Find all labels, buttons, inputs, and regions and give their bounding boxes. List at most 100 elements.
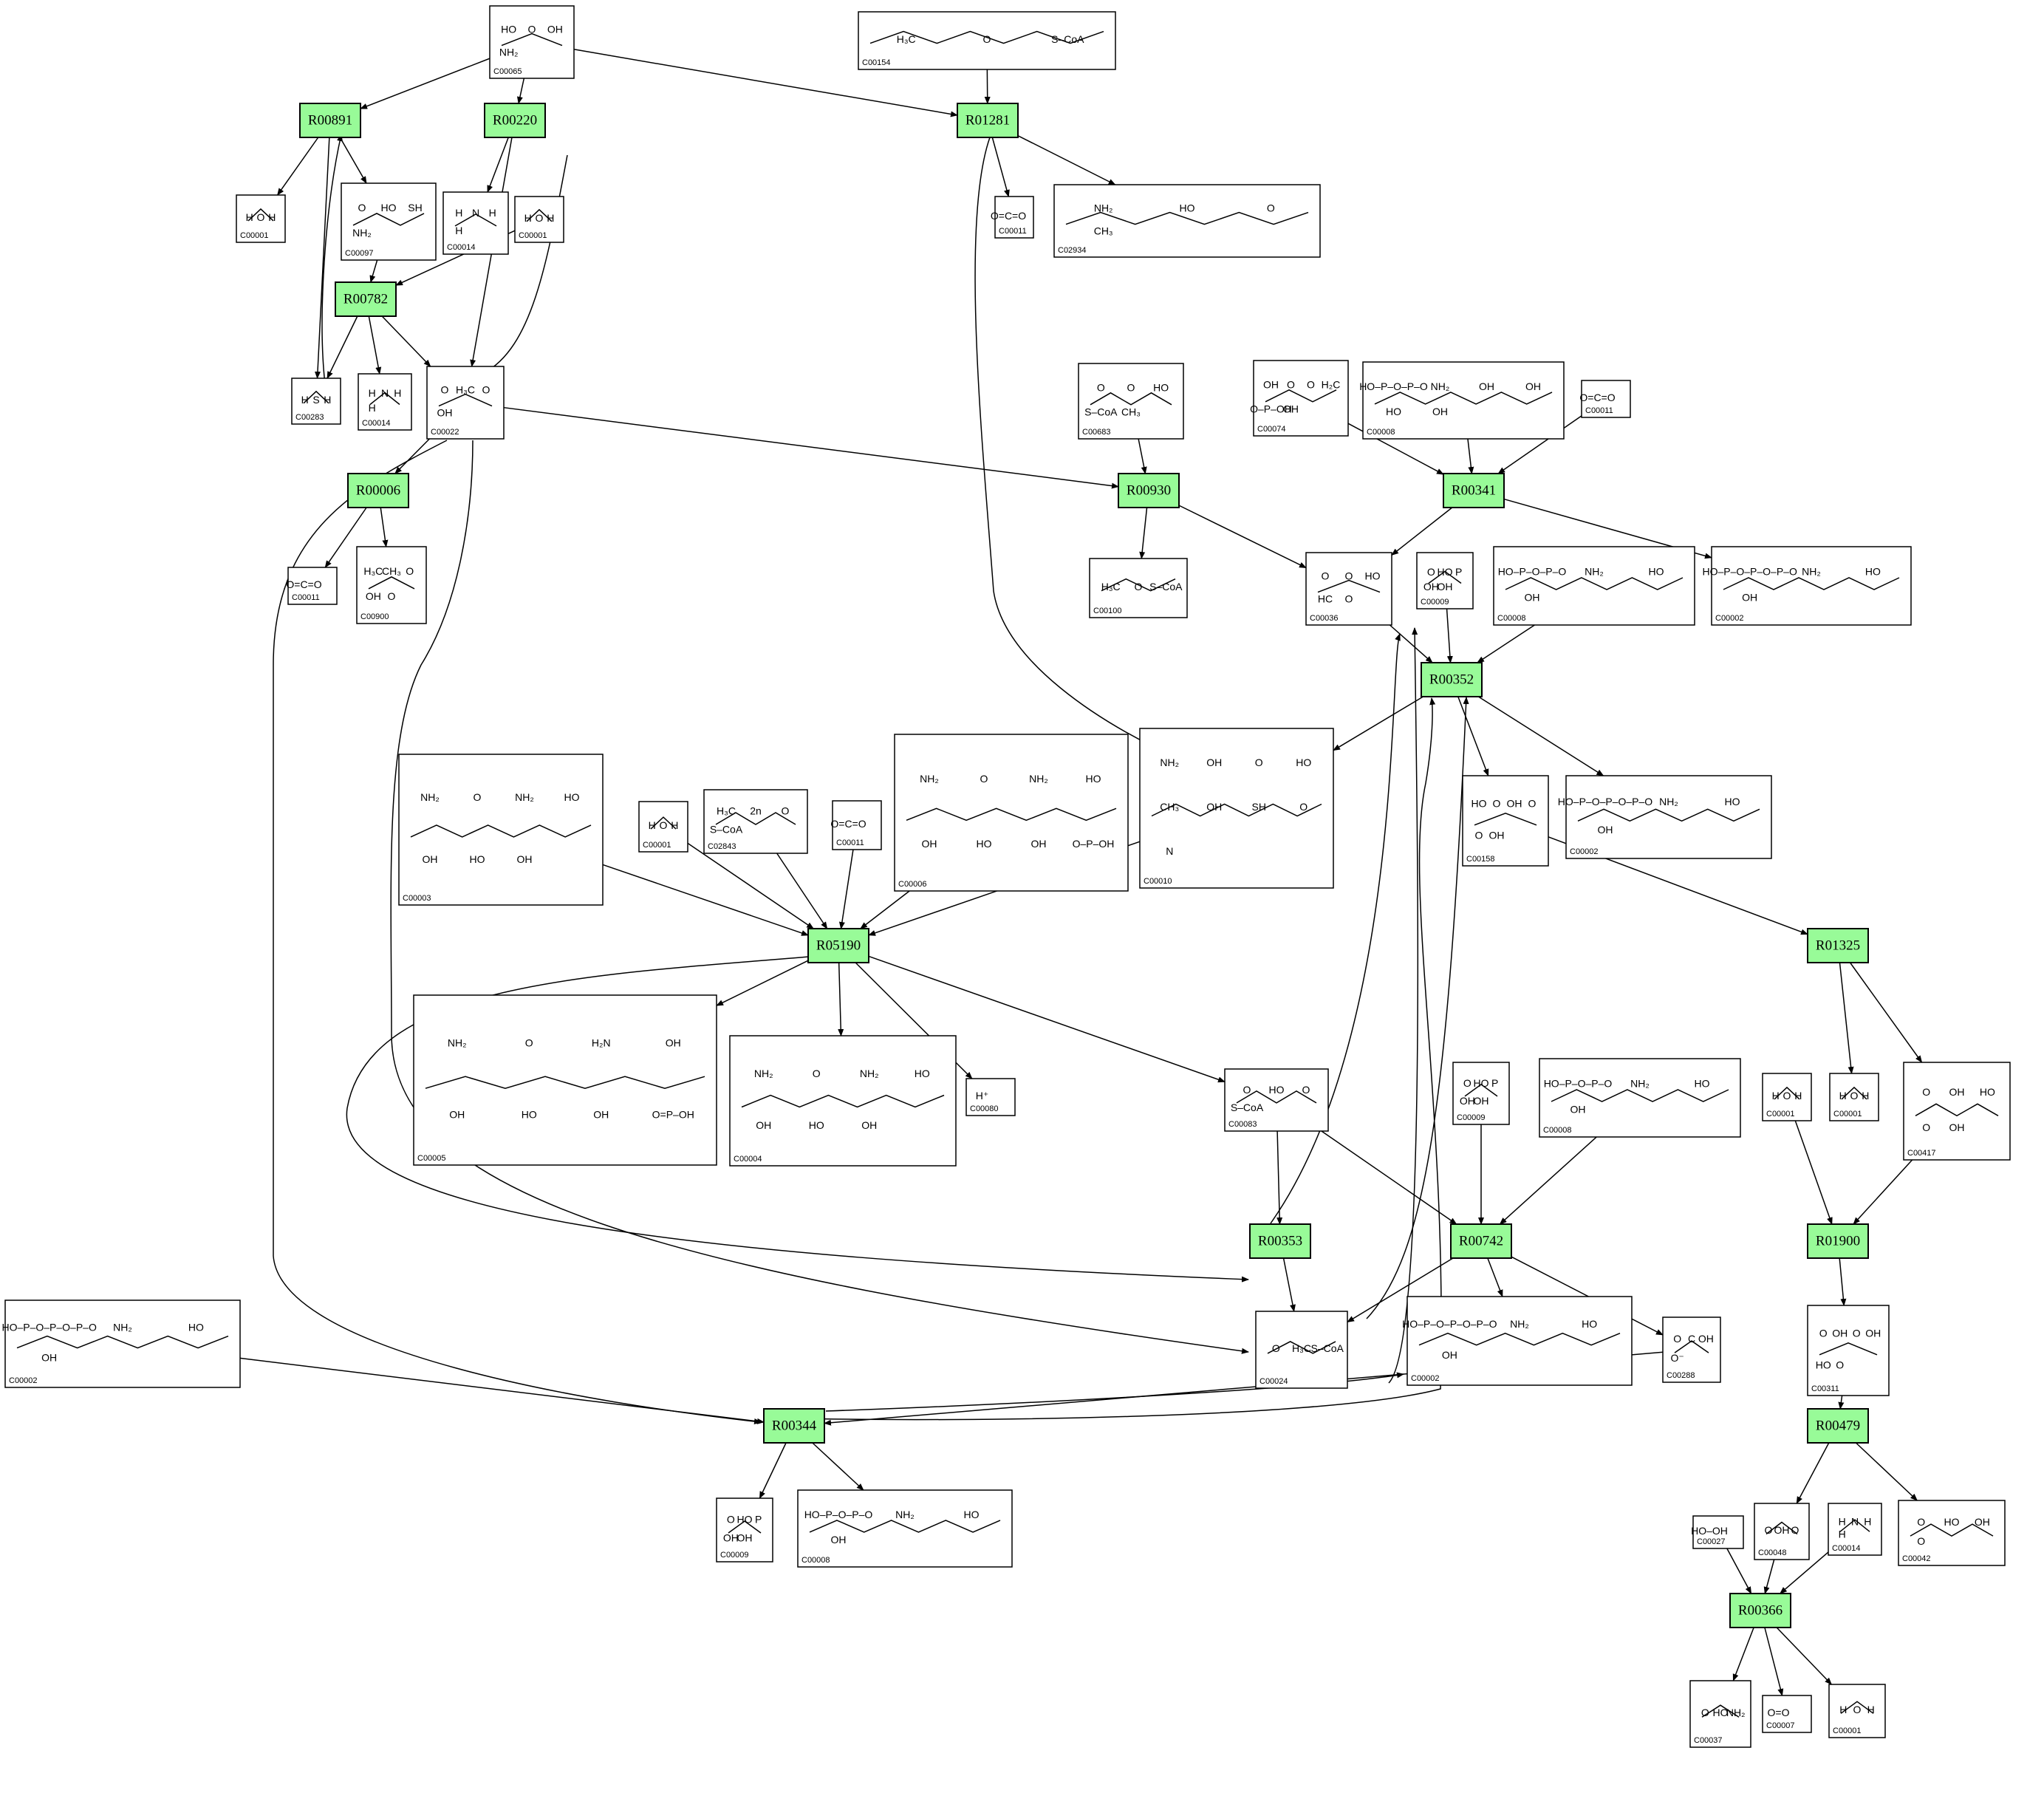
atom-label: HO–P–O–P–O	[1544, 1078, 1613, 1090]
reaction-r05190[interactable]: R05190	[807, 928, 869, 963]
compound-id-label: C00100	[1093, 607, 1122, 615]
compound-id-label: C00048	[1758, 1548, 1787, 1557]
reaction-label: R00344	[772, 1418, 817, 1434]
atom-label: CH₃	[382, 565, 401, 577]
compound-c00080[interactable]: H⁺C00080	[965, 1078, 1016, 1116]
reaction-box	[1807, 1408, 1869, 1444]
edge-13	[381, 315, 431, 367]
reaction-r01325[interactable]: R01325	[1807, 928, 1869, 963]
reaction-r01281[interactable]: R01281	[957, 103, 1019, 138]
reaction-r01900[interactable]: R01900	[1807, 1223, 1869, 1259]
reaction-r00344[interactable]: R00344	[763, 1408, 825, 1444]
structure-drawing: O=C=O	[991, 210, 1026, 222]
reaction-r00479[interactable]: R00479	[1807, 1408, 1869, 1444]
atom-label: OH	[1949, 1086, 1965, 1098]
compound-box	[341, 182, 437, 261]
reaction-r00341[interactable]: R00341	[1443, 473, 1505, 508]
atom-label: OH	[861, 1119, 877, 1131]
reaction-r00220[interactable]: R00220	[484, 103, 546, 138]
atom-label: OH	[737, 1532, 753, 1544]
compound-id-label: C00011	[836, 839, 864, 847]
compound-box	[1462, 775, 1549, 867]
atom-label: NH₂	[499, 47, 519, 58]
reaction-r00352[interactable]: R00352	[1421, 662, 1483, 697]
compound-id-label: C00007	[1766, 1721, 1795, 1730]
atom-label: HO–P–O–P–O–P–O	[1402, 1318, 1497, 1330]
reaction-r00782[interactable]: R00782	[335, 281, 397, 317]
compound-id-label: C00008	[801, 1556, 830, 1565]
reaction-r00930[interactable]: R00930	[1118, 473, 1180, 508]
reaction-r00891[interactable]: R00891	[299, 103, 361, 138]
bond-chain	[425, 1076, 705, 1089]
reaction-r00366[interactable]: R00366	[1729, 1593, 1791, 1628]
atom-label: P	[1455, 566, 1462, 578]
atom-label: HO	[1472, 798, 1487, 810]
atom-label: O=C=O	[991, 210, 1026, 222]
edge-55	[1839, 1257, 1847, 1306]
atom-label: O	[1127, 382, 1135, 394]
atom-label: H	[1867, 1704, 1875, 1715]
atom-label: NH₂	[1630, 1078, 1650, 1090]
reaction-r00742[interactable]: R00742	[1450, 1223, 1512, 1259]
compound-box	[716, 1497, 773, 1563]
reaction-r00006[interactable]: R00006	[347, 473, 409, 508]
reaction-r00353[interactable]: R00353	[1249, 1223, 1311, 1259]
compound-id-label: C00083	[1228, 1120, 1257, 1129]
atom-label: OH	[366, 590, 381, 602]
bond-chain	[1674, 1340, 1709, 1353]
